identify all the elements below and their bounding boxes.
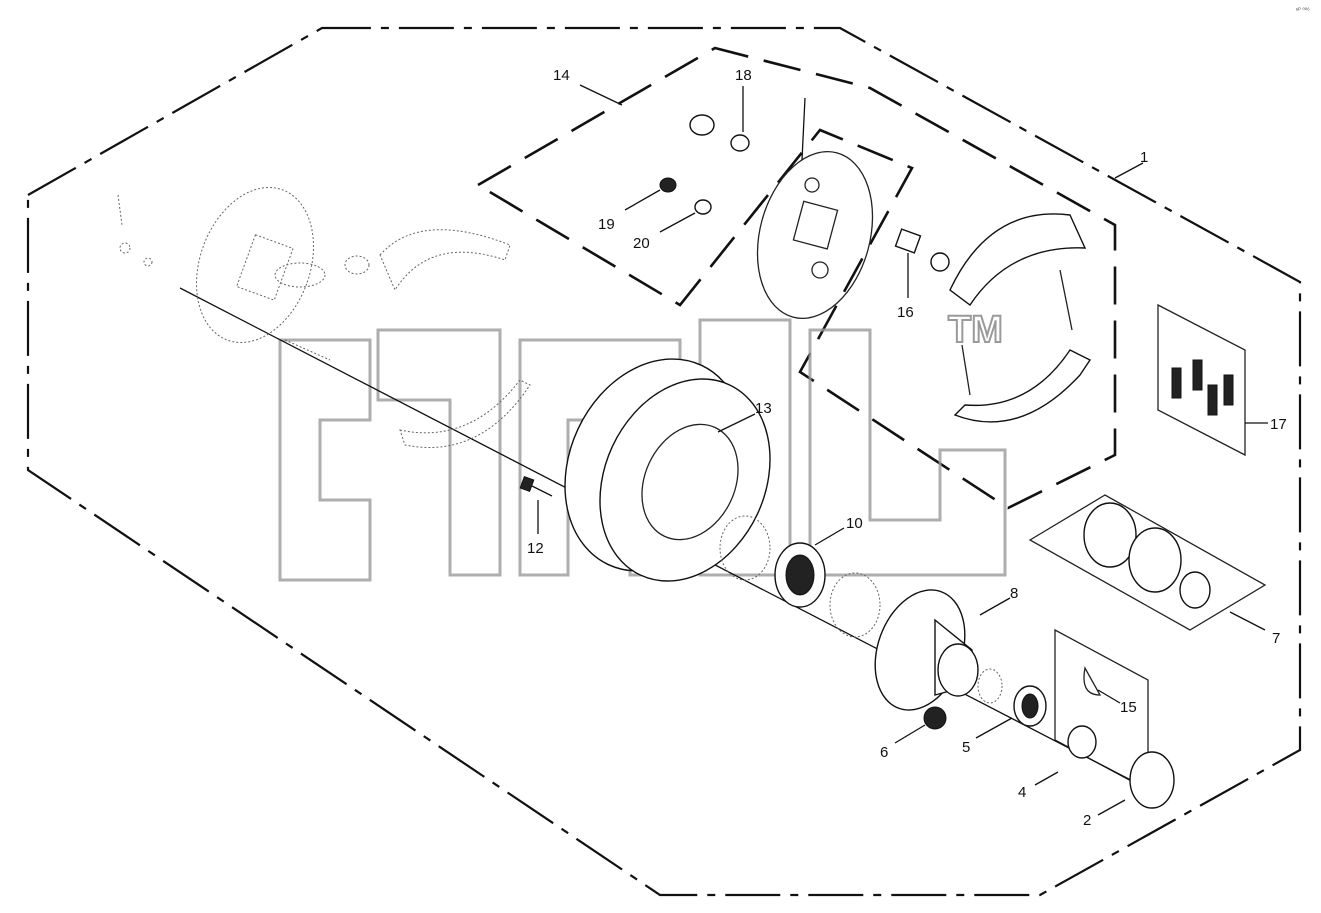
- assembly-14-boundary: [475, 46, 1117, 510]
- callout-5: 5: [962, 739, 970, 756]
- callout-labels: 1 2 4 5 6 7 8 10 12 13 14 15 16 17 18 19…: [527, 67, 1287, 829]
- small-hardware: [659, 97, 950, 272]
- callout-17: 17: [1270, 416, 1287, 433]
- callout-14: 14: [553, 67, 570, 84]
- callout-16: 16: [897, 304, 914, 321]
- kit-17-boundary: [1157, 303, 1246, 457]
- hub: [874, 589, 979, 711]
- callout-13: 13: [755, 400, 772, 417]
- callout-1: 1: [1140, 149, 1148, 166]
- spring-kit: [1171, 359, 1234, 416]
- corner-mark: ᵉᴾ ⁰⁰⁶: [1296, 7, 1310, 14]
- backing-plate: [117, 187, 531, 448]
- callout-18: 18: [735, 67, 752, 84]
- kit-boundary-outer: [26, 26, 1302, 897]
- brake-drum: [564, 358, 771, 582]
- callout-12: 12: [527, 540, 544, 557]
- trademark-mark: TM: [948, 309, 1003, 351]
- callout-8: 8: [1010, 585, 1018, 602]
- callout-19: 19: [598, 216, 615, 233]
- callout-7: 7: [1272, 630, 1280, 647]
- wheel-stud: [519, 476, 553, 497]
- hub-hardware: [923, 666, 1175, 809]
- leader-lines: [537, 84, 1268, 816]
- kit-7-boundary: [1028, 494, 1267, 631]
- callout-2: 2: [1083, 812, 1091, 829]
- callout-10: 10: [846, 515, 863, 532]
- callout-20: 20: [633, 235, 650, 252]
- brake-shoes: [949, 213, 1092, 423]
- dust-shield: [756, 151, 874, 319]
- callout-6: 6: [880, 744, 888, 761]
- bearings-seals: [719, 502, 1211, 638]
- callout-15: 15: [1120, 699, 1137, 716]
- callout-4: 4: [1018, 784, 1026, 801]
